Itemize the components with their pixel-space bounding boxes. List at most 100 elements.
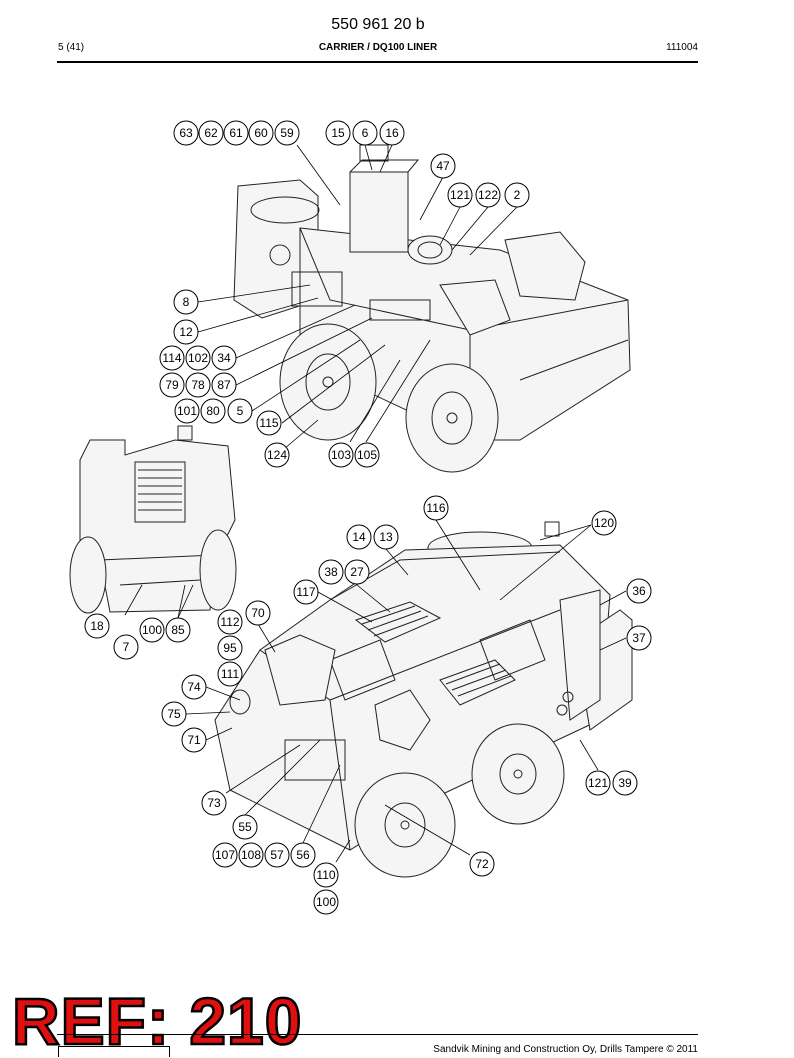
svg-text:12: 12	[179, 325, 193, 339]
svg-text:7: 7	[123, 640, 130, 654]
svg-text:116: 116	[426, 501, 445, 515]
svg-text:124: 124	[267, 448, 287, 462]
lower-carrier-illustration	[214, 521, 633, 878]
callout-116: 116	[423, 495, 449, 521]
callout-6: 6	[352, 120, 378, 146]
callout-14: 14	[346, 524, 372, 550]
callout-120: 120	[591, 510, 617, 536]
callout-62: 62	[198, 120, 224, 146]
svg-text:61: 61	[229, 126, 243, 140]
svg-text:114: 114	[162, 351, 181, 365]
callout-47: 47	[430, 153, 456, 179]
callout-36: 36	[626, 578, 652, 604]
callout-74: 74	[181, 674, 207, 700]
callout-111: 111	[217, 661, 243, 687]
svg-text:117: 117	[296, 585, 315, 599]
callout-34: 34	[211, 345, 237, 371]
svg-text:80: 80	[206, 404, 220, 418]
document-number: 550 961 20 b	[331, 16, 425, 33]
callout-117: 117	[293, 579, 319, 605]
svg-text:15: 15	[331, 126, 345, 140]
svg-text:102: 102	[188, 351, 208, 365]
callout-121-upper: 121	[447, 182, 473, 208]
callout-59: 59	[274, 120, 300, 146]
svg-text:18: 18	[90, 619, 104, 633]
callout-87: 87	[211, 372, 237, 398]
date-code: 111004	[666, 42, 698, 53]
svg-text:78: 78	[191, 378, 205, 392]
svg-text:8: 8	[183, 295, 190, 309]
callout-61: 61	[223, 120, 249, 146]
callout-13: 13	[373, 524, 399, 550]
page-title: CARRIER / DQ100 LINER	[318, 42, 438, 53]
svg-text:6: 6	[362, 126, 369, 140]
callout-5: 5	[227, 398, 253, 424]
svg-text:16: 16	[385, 126, 399, 140]
svg-text:71: 71	[187, 733, 201, 747]
svg-text:111: 111	[221, 667, 240, 681]
callout-12: 12	[173, 319, 199, 345]
footer-divider	[57, 1034, 698, 1035]
svg-text:110: 110	[316, 868, 335, 882]
svg-text:100: 100	[316, 895, 336, 909]
callout-8: 8	[173, 289, 199, 315]
svg-text:14: 14	[352, 530, 366, 544]
footer-copyright: Sandvik Mining and Construction Oy, Dril…	[433, 1044, 698, 1055]
svg-text:13: 13	[379, 530, 393, 544]
svg-text:79: 79	[165, 378, 179, 392]
callout-55: 55	[232, 814, 258, 840]
callout-85: 85	[165, 617, 191, 643]
callout-110: 110	[313, 862, 339, 888]
brand-logo-icon	[58, 1046, 170, 1057]
callout-60: 60	[248, 120, 274, 146]
svg-text:70: 70	[251, 606, 265, 620]
svg-text:57: 57	[270, 848, 284, 862]
svg-text:60: 60	[254, 126, 268, 140]
callout-39: 39	[612, 770, 638, 796]
svg-text:73: 73	[207, 796, 221, 810]
callout-122: 122	[475, 182, 501, 208]
svg-text:34: 34	[217, 351, 231, 365]
svg-text:63: 63	[179, 126, 193, 140]
callout-37: 37	[626, 625, 652, 651]
svg-text:72: 72	[475, 857, 489, 871]
svg-text:36: 36	[632, 584, 646, 598]
callout-124: 124	[264, 442, 290, 468]
svg-text:59: 59	[280, 126, 294, 140]
callout-105: 105	[354, 442, 380, 468]
callout-56: 56	[290, 842, 316, 868]
svg-text:107: 107	[215, 848, 235, 862]
callout-70: 70	[245, 600, 271, 626]
svg-text:55: 55	[238, 820, 252, 834]
svg-text:120: 120	[594, 516, 614, 530]
callout-38: 38	[318, 559, 344, 585]
callout-80: 80	[200, 398, 226, 424]
callout-15: 15	[325, 120, 351, 146]
callout-7: 7	[113, 634, 139, 660]
svg-text:95: 95	[223, 641, 237, 655]
svg-text:62: 62	[204, 126, 218, 140]
svg-text:38: 38	[324, 565, 338, 579]
svg-text:75: 75	[167, 707, 181, 721]
svg-text:103: 103	[331, 448, 351, 462]
svg-text:105: 105	[357, 448, 377, 462]
svg-text:108: 108	[241, 848, 261, 862]
callout-100-lower: 100	[313, 889, 339, 915]
callout-16: 16	[379, 120, 405, 146]
callout-27: 27	[344, 559, 370, 585]
svg-text:47: 47	[436, 159, 450, 173]
svg-text:27: 27	[350, 565, 364, 579]
callout-57: 57	[264, 842, 290, 868]
svg-text:101: 101	[177, 404, 197, 418]
callout-2: 2	[504, 182, 530, 208]
svg-text:74: 74	[187, 680, 201, 694]
header-divider	[57, 61, 698, 63]
svg-text:85: 85	[171, 623, 185, 637]
leader-lines	[124, 144, 627, 863]
svg-text:56: 56	[296, 848, 310, 862]
callout-103: 103	[328, 442, 354, 468]
callout-79: 79	[159, 372, 185, 398]
svg-text:100: 100	[142, 623, 162, 637]
callout-75: 75	[161, 701, 187, 727]
